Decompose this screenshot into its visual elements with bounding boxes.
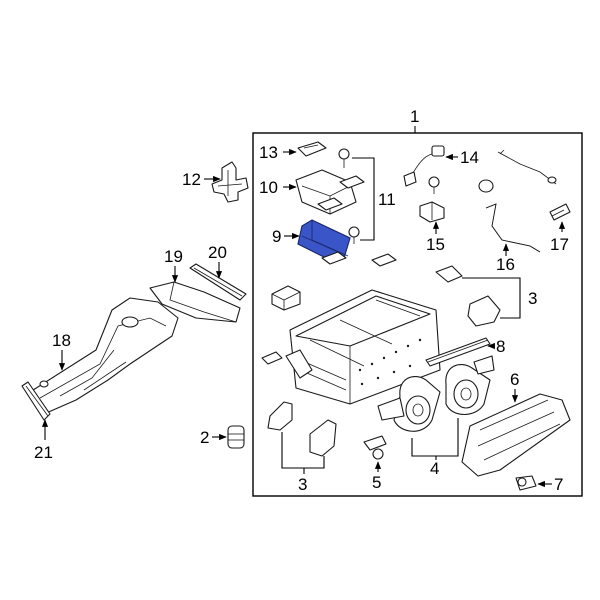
part-11-screws[interactable] [338, 148, 360, 244]
callout-8[interactable]: 8 [487, 337, 505, 356]
assembly-frame [252, 132, 583, 497]
callout-1[interactable]: 1 [410, 107, 419, 133]
part-5-bolt[interactable] [363, 435, 387, 460]
callout-11[interactable]: 11 [352, 157, 396, 241]
connector-block [271, 285, 301, 311]
pad-lower-left [261, 351, 283, 365]
part-4-fan-left[interactable] [377, 376, 441, 432]
part-17-bolt[interactable] [549, 203, 571, 221]
callout-3-upper-leader [462, 277, 521, 319]
callout-6[interactable]: 6 [510, 370, 519, 403]
callout-4-label: 4 [430, 459, 439, 478]
callout-8-label: 8 [496, 337, 505, 356]
callout-14[interactable]: 14 [445, 148, 479, 167]
callout-15[interactable]: 15 [426, 221, 445, 254]
callout-9[interactable]: 9 [272, 227, 300, 246]
callout-7[interactable]: 7 [537, 475, 563, 494]
part-3-bracket-right[interactable] [309, 419, 337, 457]
callout-4[interactable]: 4 [411, 418, 459, 478]
part-20-strip[interactable] [189, 263, 247, 301]
part-2-plug[interactable] [227, 425, 245, 449]
callout-14-label: 14 [460, 148, 479, 167]
callout-21-label: 21 [34, 443, 53, 462]
callout-11-label: 11 [378, 190, 396, 209]
part-19-duct[interactable] [149, 281, 241, 323]
part-18-duct[interactable] [29, 297, 179, 415]
bolt-small [428, 176, 440, 194]
callout-3-lower-leader [281, 432, 325, 469]
callout-4-leader [411, 418, 459, 457]
part-6-cover[interactable] [461, 393, 571, 477]
callout-5-label: 5 [372, 473, 381, 492]
callout-21[interactable]: 21 [34, 419, 53, 462]
callout-1-label: 1 [410, 107, 419, 126]
pad-upper [339, 175, 365, 189]
callout-10-label: 10 [259, 178, 278, 197]
pad-lower [317, 197, 343, 211]
cap-nut [478, 179, 494, 193]
callout-18[interactable]: 18 [52, 331, 71, 371]
callout-16-label: 16 [496, 255, 515, 274]
callout-5[interactable]: 5 [372, 461, 381, 492]
callout-12[interactable]: 12 [182, 170, 221, 189]
callout-17[interactable]: 17 [550, 221, 569, 254]
callout-3-lower-label: 3 [298, 475, 307, 494]
part-21-seal[interactable] [21, 381, 51, 421]
battery-pack[interactable] [285, 289, 441, 405]
callout-3-upper-label: 3 [528, 289, 537, 308]
part-12-bracket[interactable] [211, 161, 249, 203]
callout-9-label: 9 [272, 227, 281, 246]
callout-17-label: 17 [550, 235, 569, 254]
callout-19-label: 19 [164, 247, 183, 266]
callout-7-label: 7 [554, 475, 563, 494]
pad-left [321, 251, 347, 265]
part-3-bracket-left[interactable] [267, 401, 293, 431]
callout-13-label: 13 [259, 143, 278, 162]
callout-2[interactable]: 2 [200, 428, 227, 447]
part-3-bracket-upper[interactable] [435, 265, 501, 327]
callout-10[interactable]: 10 [259, 178, 297, 197]
part-13-cover[interactable] [297, 141, 327, 157]
pad-right [371, 253, 397, 267]
callout-6-label: 6 [510, 370, 519, 389]
callout-3-lower[interactable]: 3 [281, 432, 325, 494]
callout-20-label: 20 [208, 243, 227, 262]
callout-13[interactable]: 13 [259, 143, 297, 162]
callout-3-upper[interactable]: 3 [462, 277, 537, 319]
part-14-sensor[interactable] [403, 145, 445, 187]
callout-2-label: 2 [200, 428, 209, 447]
callout-20[interactable]: 20 [208, 243, 227, 279]
part-4-fan-right[interactable] [445, 355, 495, 416]
antenna-wire [497, 149, 557, 185]
callout-19[interactable]: 19 [164, 247, 183, 283]
callout-16[interactable]: 16 [496, 243, 515, 274]
callout-18-label: 18 [52, 331, 71, 350]
part-15-bracket[interactable] [419, 201, 445, 223]
part-16-tube[interactable] [485, 203, 541, 253]
part-7-bolt[interactable] [515, 475, 537, 491]
callout-15-label: 15 [426, 235, 445, 254]
callout-11-leader [352, 157, 375, 241]
callout-12-label: 12 [182, 170, 201, 189]
